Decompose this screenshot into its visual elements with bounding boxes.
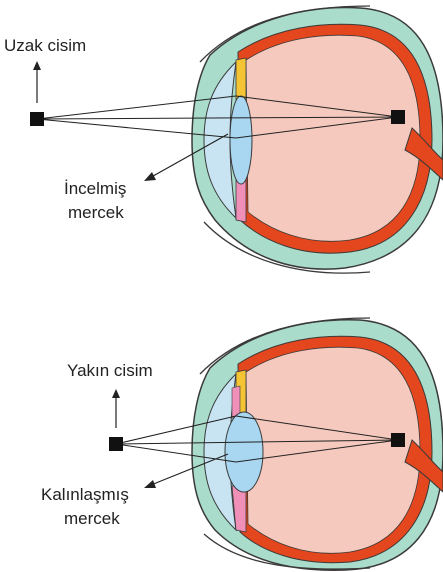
eye-panel-distant: Uzak cisim İncelmiş mercek [4, 6, 443, 273]
near-object [109, 437, 123, 451]
retinal-image [391, 433, 405, 447]
arrow-head-up-icon [33, 61, 41, 70]
lens-label-line2: mercek [68, 203, 124, 222]
vitreous-body [246, 347, 420, 553]
vitreous-body [246, 35, 420, 241]
lens-label-line2: mercek [64, 509, 120, 528]
retinal-image [391, 110, 405, 124]
lens-thick [225, 412, 263, 492]
eye-panel-near: Yakın cisim Kalınlaşmış mercek [41, 318, 443, 570]
lens-thin [230, 96, 252, 184]
arrow-head-up-icon [112, 389, 120, 398]
object-label: Yakın cisim [67, 361, 153, 380]
lens-label-line1: İncelmiş [64, 179, 126, 198]
object-label: Uzak cisim [4, 36, 86, 55]
arrow-head-icon [144, 480, 156, 488]
arrow-head-icon [144, 172, 156, 181]
lens-label-line1: Kalınlaşmış [41, 485, 129, 504]
distant-object [30, 112, 44, 126]
